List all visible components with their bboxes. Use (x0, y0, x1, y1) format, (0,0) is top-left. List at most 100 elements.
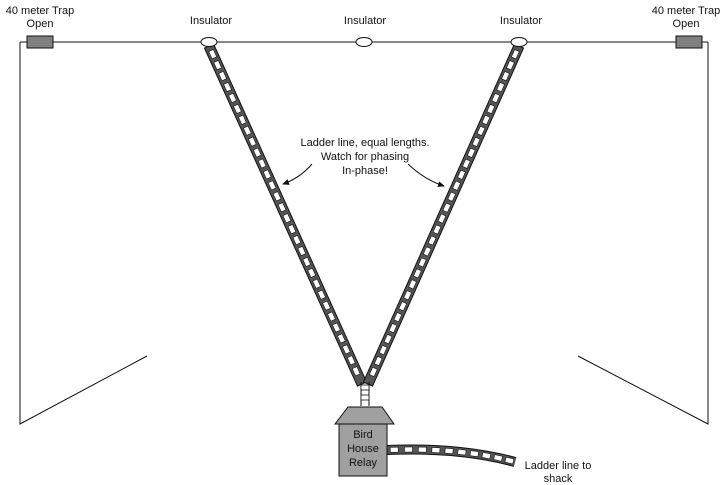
bird-house-relay: Bird House Relay (333, 406, 395, 477)
trap-right-label-1: 40 meter Trap (652, 5, 720, 17)
ladder-right-window (403, 290, 412, 301)
ladder-left-window (277, 202, 287, 213)
ladder-left-window (297, 245, 307, 257)
ladder-right-window (447, 191, 457, 202)
ladder-line-right (362, 43, 525, 387)
trap-right-label-2: Open (673, 18, 700, 30)
ladder-right-window (393, 312, 403, 323)
junction-stub (360, 382, 370, 406)
ladder-feed-window (504, 456, 515, 465)
trap-left (26, 35, 54, 49)
ladder-left-window (272, 191, 282, 202)
ladder-right-window (506, 60, 515, 71)
insulator-center (355, 37, 373, 47)
ladder-left-window (262, 169, 272, 180)
ladder-left-window (341, 344, 351, 355)
feed-label-2: shack (544, 473, 573, 485)
ladder-left-window (287, 224, 297, 235)
ladder-left-window (327, 311, 336, 322)
ladder-right-window (373, 355, 383, 367)
ladder-line-feed (386, 444, 517, 467)
feed-label-1: Ladder line to (525, 460, 592, 472)
ladder-left-window (351, 366, 361, 377)
house-body (338, 423, 388, 477)
note-line-2: Watch for phasing (321, 151, 409, 163)
ladder-feed-window (418, 446, 427, 453)
ladder-left-window (228, 92, 237, 103)
ladder-left-window (312, 278, 321, 289)
ladder-left-window (223, 81, 232, 93)
ladder-left-window (292, 234, 302, 246)
ladder-right-window (408, 279, 417, 290)
ladder-left-window (302, 256, 312, 267)
note-line-3: In-phase! (342, 165, 388, 177)
arrow-right (407, 163, 445, 188)
insulator-left (200, 37, 218, 47)
ladder-left-window (267, 180, 277, 191)
relay-label-1: Bird (353, 429, 373, 441)
relay-label-2: House (347, 443, 379, 455)
ladder-left-window (337, 333, 346, 344)
relay-label-3: Relay (349, 457, 378, 469)
ladder-line-left (203, 43, 368, 387)
ladder-right-window (378, 344, 388, 356)
right-end-wire (577, 42, 709, 425)
ladder-feed-window (444, 447, 454, 455)
ladder-right-window (369, 366, 378, 378)
ladder-right-window (437, 213, 447, 224)
ladder-right-window (413, 268, 422, 279)
ladder-feed-window (469, 450, 479, 458)
ladder-left-window (233, 103, 242, 114)
ladder-right-window (501, 71, 510, 82)
ladder-left-window (317, 289, 326, 300)
ladder-right-window (491, 92, 501, 104)
trap-left-label-1: 40 meter Trap (6, 5, 74, 17)
left-end-wire (19, 42, 148, 425)
ladder-right-window (432, 224, 442, 235)
ladder-right-window (511, 49, 520, 60)
ladder-left-window (307, 267, 317, 278)
ladder-right-window (398, 301, 408, 312)
ladder-right-window (442, 202, 452, 213)
ladder-feed-band (386, 445, 517, 466)
ladder-right-window (383, 334, 393, 345)
ladder-left-window (208, 49, 218, 60)
ladder-right-window (481, 114, 491, 126)
ladder-left-window (332, 322, 341, 333)
ladder-right-window (457, 169, 466, 180)
ladder-right-window (427, 235, 437, 246)
ladder-left-window (247, 136, 257, 147)
ladder-left-window (213, 60, 222, 71)
ladder-left-window (243, 125, 252, 136)
ladder-right-window (476, 125, 486, 136)
ladder-right-window (422, 246, 432, 257)
ladder-left-window (257, 158, 267, 169)
ladder-feed-window (431, 447, 441, 454)
note-line-1: Ladder line, equal lengths. (300, 137, 429, 149)
ladder-left-window (218, 70, 227, 82)
trap-right (675, 35, 703, 49)
ladder-left-window (322, 300, 331, 311)
ladder-feed-window (493, 454, 503, 462)
ladder-feed-window (389, 446, 399, 453)
ladder-feed-window (481, 452, 492, 460)
ladder-right-window (466, 147, 476, 158)
ladder-left-window (346, 355, 356, 366)
ladder-right-window (496, 82, 505, 93)
ladder-left-window (238, 114, 247, 125)
insulator-center-label: Insulator (344, 15, 387, 27)
arrow-left (282, 163, 313, 185)
insulator-right-label: Insulator (500, 15, 543, 27)
ladder-left-window (252, 147, 262, 158)
ladder-left-window (282, 213, 292, 224)
insulator-left-label: Insulator (190, 15, 233, 27)
house-roof (333, 406, 395, 425)
insulator-right (510, 37, 528, 47)
ladder-right-window (388, 323, 398, 334)
ladder-right-window (452, 180, 461, 191)
ladder-right-window (471, 136, 481, 147)
trap-left-label-2: Open (27, 18, 54, 30)
ladder-right-window (462, 158, 471, 169)
ladder-right-window (418, 257, 427, 268)
